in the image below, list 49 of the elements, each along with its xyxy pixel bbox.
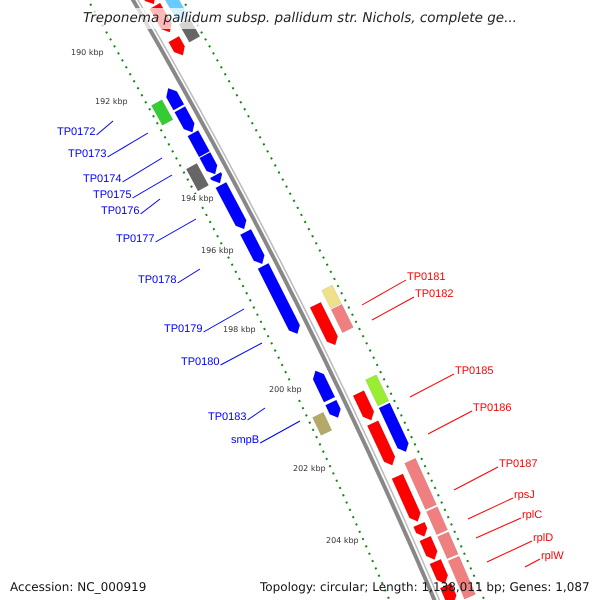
gene-label: TP0178 bbox=[138, 274, 177, 287]
gene-label: TP0182 bbox=[415, 288, 454, 301]
gene-label: TP0180 bbox=[181, 356, 220, 369]
leader-line bbox=[203, 308, 244, 332]
gene-label: TP0174 bbox=[83, 173, 122, 186]
leader-line bbox=[454, 466, 498, 490]
gene-label: TP0183 bbox=[208, 411, 247, 424]
scale-tick-label: 190 kbp bbox=[70, 48, 105, 58]
leader-line bbox=[410, 374, 454, 398]
scale-tick-label: 194 kbp bbox=[180, 194, 215, 204]
scale-tick-label: 198 kbp bbox=[222, 325, 257, 335]
leader-line bbox=[220, 342, 262, 366]
gene-label: TP0177 bbox=[116, 233, 155, 246]
scale-tick-label: 202 kbp bbox=[292, 464, 327, 474]
leader-line bbox=[107, 132, 148, 158]
leader-line bbox=[96, 120, 114, 136]
gene-label: TP0173 bbox=[68, 148, 107, 161]
leader-line bbox=[372, 296, 414, 320]
leader-line bbox=[486, 540, 532, 562]
gene-label: TP0186 bbox=[473, 402, 512, 415]
gene-label: smpB bbox=[231, 434, 260, 447]
leader-line bbox=[476, 518, 522, 538]
leader-line bbox=[362, 280, 406, 306]
gene-label: TP0185 bbox=[455, 365, 494, 378]
gene-label: TP0187 bbox=[499, 458, 538, 471]
leader-line bbox=[468, 498, 514, 520]
leader-line bbox=[155, 218, 196, 242]
gene-label: rpsJ bbox=[514, 489, 535, 502]
gene-label: TP0172 bbox=[57, 126, 96, 139]
leader-line bbox=[122, 158, 162, 182]
gene-label: rplD bbox=[533, 532, 554, 545]
gene-label: TP0175 bbox=[93, 189, 132, 202]
scale-tick-label: 192 kbp bbox=[94, 97, 129, 107]
gene-label: rplW bbox=[541, 550, 564, 563]
leader-line bbox=[247, 408, 266, 420]
leader-line bbox=[177, 268, 200, 284]
scale-tick-label: 200 kbp bbox=[268, 385, 303, 395]
footer-note: Accession: NC_000919 bbox=[10, 580, 146, 594]
leader-line bbox=[428, 410, 472, 434]
leader-line bbox=[132, 174, 172, 198]
gene-label: TP0179 bbox=[164, 323, 203, 336]
scale-tick-label: 196 kbp bbox=[200, 246, 235, 256]
gene-label: TP0181 bbox=[407, 271, 446, 284]
gene-label: TP0176 bbox=[101, 205, 140, 218]
leader-line bbox=[260, 420, 300, 444]
gene-label: rplC bbox=[522, 509, 542, 522]
scale-tick-label: 204 kbp bbox=[325, 536, 360, 546]
leader-line bbox=[524, 558, 540, 568]
leader-line bbox=[140, 198, 160, 214]
